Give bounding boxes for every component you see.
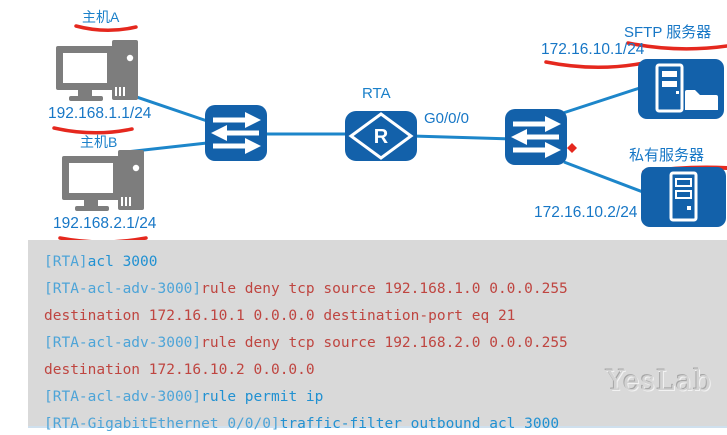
router-glyph: R [374, 126, 389, 148]
file-server-icon [637, 58, 725, 120]
underline-ip-host-a [52, 126, 134, 135]
console-segment-prompt: [RTA-GigabitEthernet 0/0/0] [44, 416, 280, 432]
console-line: [RTA]acl 3000 [44, 249, 727, 276]
lan-switch-right-icon [504, 108, 568, 166]
console-segment-deny: rule deny tcp source 192.168.2.0 0.0.0.2… [201, 335, 568, 351]
console-line: [RTA-acl-adv-3000]rule deny tcp source 1… [44, 276, 727, 303]
router-icon: R [344, 110, 418, 162]
router-label: RTA [362, 85, 391, 102]
cli-console-block: [RTA]acl 3000[RTA-acl-adv-3000]rule deny… [28, 240, 727, 432]
folder-glyph [685, 90, 718, 110]
console-segment-command: rule permit ip [201, 389, 324, 405]
host-a-ip: 192.168.1.1/24 [48, 105, 152, 122]
console-line: [RTA-acl-adv-3000]rule deny tcp source 1… [44, 330, 727, 357]
red-diamond-marker [567, 143, 577, 153]
console-segment-command: traffic-filter outbound acl 3000 [279, 416, 560, 432]
console-segment-deny: destination 172.16.10.2 0.0.0.0 [44, 362, 315, 378]
lan-switch-left-icon [204, 104, 268, 162]
host-a-label: 主机A [82, 9, 120, 25]
console-segment-deny: destination 172.16.10.1 0.0.0.0 destinat… [44, 308, 516, 324]
private-server-icon [640, 166, 727, 228]
private-server-label: 私有服务器 [629, 147, 705, 164]
underline-ip-sftp [544, 60, 646, 69]
sftp-server-ip: 172.16.10.1/24 [541, 41, 645, 58]
host-a-icon [54, 38, 142, 106]
console-segment-prompt: [RTA-acl-adv-3000] [44, 389, 202, 405]
console-line: [RTA-GigabitEthernet 0/0/0]traffic-filte… [44, 411, 727, 435]
console-segment-prompt: [RTA-acl-adv-3000] [44, 335, 202, 351]
private-server-ip: 172.16.10.2/24 [534, 204, 638, 221]
host-b-label: 主机B [80, 134, 118, 150]
console-line: destination 172.16.10.2 0.0.0.0 [44, 357, 727, 384]
underline-sftp-label [626, 41, 727, 51]
underline-host-a [74, 24, 138, 32]
host-b-ip: 192.168.2.1/24 [53, 215, 157, 232]
console-segment-prompt: [RTA-acl-adv-3000] [44, 281, 202, 297]
console-lines: [RTA]acl 3000[RTA-acl-adv-3000]rule deny… [44, 249, 727, 435]
console-line: destination 172.16.10.1 0.0.0.0 destinat… [44, 303, 727, 330]
sftp-server-label: SFTP 服务器 [624, 24, 712, 41]
console-segment-deny: rule deny tcp source 192.168.1.0 0.0.0.2… [201, 281, 568, 297]
interface-label: G0/0/0 [424, 110, 470, 127]
console-segment-prompt: [RTA] [44, 254, 88, 270]
console-segment-command: acl 3000 [87, 254, 158, 270]
console-line: [RTA-acl-adv-3000]rule permit ip [44, 384, 727, 411]
yeslab-watermark: YesLab [606, 364, 713, 397]
host-b-icon [60, 148, 148, 216]
